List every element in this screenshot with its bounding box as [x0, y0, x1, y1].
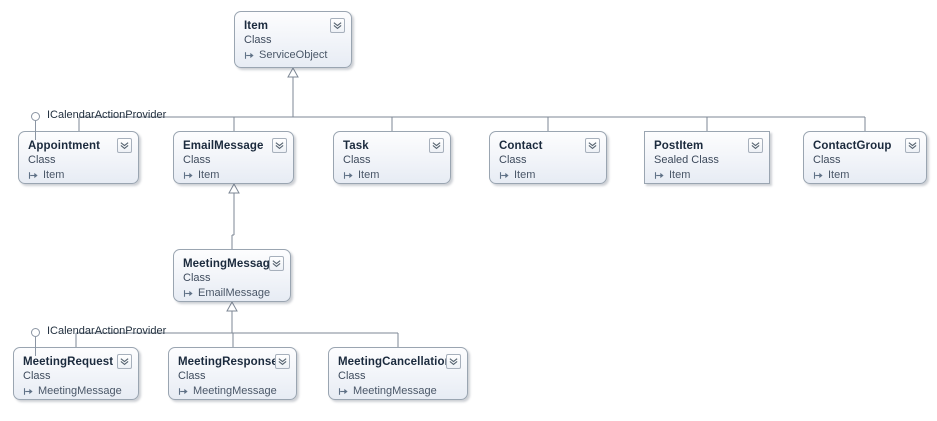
interface-stem — [35, 121, 36, 140]
class-node-title: Item — [244, 20, 269, 32]
class-node-base-name: ServiceObject — [259, 49, 328, 61]
inheritance-arrow-icon — [28, 170, 39, 181]
chevron-double-down-icon[interactable] — [429, 138, 444, 153]
class-node-kind: Class — [23, 370, 51, 382]
chevron-double-down-icon[interactable] — [272, 138, 287, 153]
class-node-base-row: Item — [183, 168, 285, 183]
class-node-kind: Class — [178, 370, 206, 382]
class-node-kind: Class — [183, 272, 211, 284]
class-node-title: Appointment — [28, 140, 101, 152]
inheritance-arrow-icon — [343, 170, 354, 181]
chevron-double-down-icon[interactable] — [117, 354, 132, 369]
class-node-base-row: Item — [813, 168, 918, 183]
class-node-title: MeetingCancellation — [338, 356, 452, 368]
class-node-base-row: Item — [343, 168, 442, 183]
class-node-base-name: Item — [198, 169, 220, 181]
interface-label: ICalendarActionProvider — [47, 325, 167, 337]
class-node-base-name: Item — [43, 169, 65, 181]
class-node-title: EmailMessage — [183, 140, 264, 152]
class-node-title: ContactGroup — [813, 140, 892, 152]
class-node-kind: Class — [343, 154, 371, 166]
inheritance-arrow-icon — [23, 386, 34, 397]
class-node-kind: Class — [813, 154, 841, 166]
class-node-base-name: Item — [514, 169, 536, 181]
class-node-base-name: Item — [358, 169, 380, 181]
inheritance-arrow-icon — [178, 386, 189, 397]
class-node-base-row: EmailMessage — [183, 286, 282, 301]
chevron-double-down-icon[interactable] — [269, 256, 284, 271]
class-node-title: PostItem — [654, 140, 704, 152]
class-node-base-row: MeetingMessage — [23, 384, 130, 399]
chevron-double-down-icon[interactable] — [330, 18, 345, 33]
chevron-double-down-icon[interactable] — [905, 138, 920, 153]
chevron-double-down-icon[interactable] — [275, 354, 290, 369]
class-node-base-row: Item — [28, 168, 130, 183]
class-node-title: MeetingRequest — [23, 356, 114, 368]
inheritance-arrow-icon — [813, 170, 824, 181]
chevron-double-down-icon[interactable] — [446, 354, 461, 369]
class-node-base-name: Item — [828, 169, 850, 181]
class-node-kind: Class — [499, 154, 527, 166]
class-node-kind: Class — [183, 154, 211, 166]
class-node-base-row: Item — [654, 168, 761, 183]
class-node-base-name: EmailMessage — [198, 287, 271, 299]
interface-circle — [31, 112, 40, 121]
inheritance-arrow-icon — [183, 288, 194, 299]
chevron-double-down-icon[interactable] — [585, 138, 600, 153]
inheritance-arrow-icon — [183, 170, 194, 181]
inheritance-triangle-arrowhead — [287, 66, 299, 78]
class-node-title: MeetingMessage — [183, 258, 277, 270]
class-node-kind: Class — [338, 370, 366, 382]
interface-label: ICalendarActionProvider — [47, 109, 167, 121]
chevron-double-down-icon[interactable] — [117, 138, 132, 153]
class-node-title: Contact — [499, 140, 543, 152]
inheritance-triangle-arrowhead — [226, 300, 238, 312]
class-node-base-name: MeetingMessage — [193, 385, 277, 397]
inheritance-triangle-arrowhead — [228, 182, 240, 194]
interface-circle — [31, 328, 40, 337]
class-node-title: MeetingResponse — [178, 356, 278, 368]
inheritance-arrow-icon — [338, 386, 349, 397]
chevron-double-down-icon[interactable] — [748, 138, 763, 153]
class-node-base-row: Item — [499, 168, 598, 183]
inheritance-arrow-icon — [654, 170, 665, 181]
class-node-kind: Class — [28, 154, 56, 166]
class-node-base-name: MeetingMessage — [38, 385, 122, 397]
class-node-kind: Sealed Class — [654, 154, 719, 166]
class-node-base-row: MeetingMessage — [338, 384, 459, 399]
class-node-base-row: ServiceObject — [244, 48, 343, 63]
class-node-base-name: MeetingMessage — [353, 385, 437, 397]
interface-stem — [35, 337, 36, 356]
class-node-kind: Class — [244, 34, 272, 46]
class-node-base-row: MeetingMessage — [178, 384, 288, 399]
inheritance-arrow-icon — [244, 50, 255, 61]
inheritance-arrow-icon — [499, 170, 510, 181]
class-node-title: Task — [343, 140, 369, 152]
class-node-base-name: Item — [669, 169, 691, 181]
